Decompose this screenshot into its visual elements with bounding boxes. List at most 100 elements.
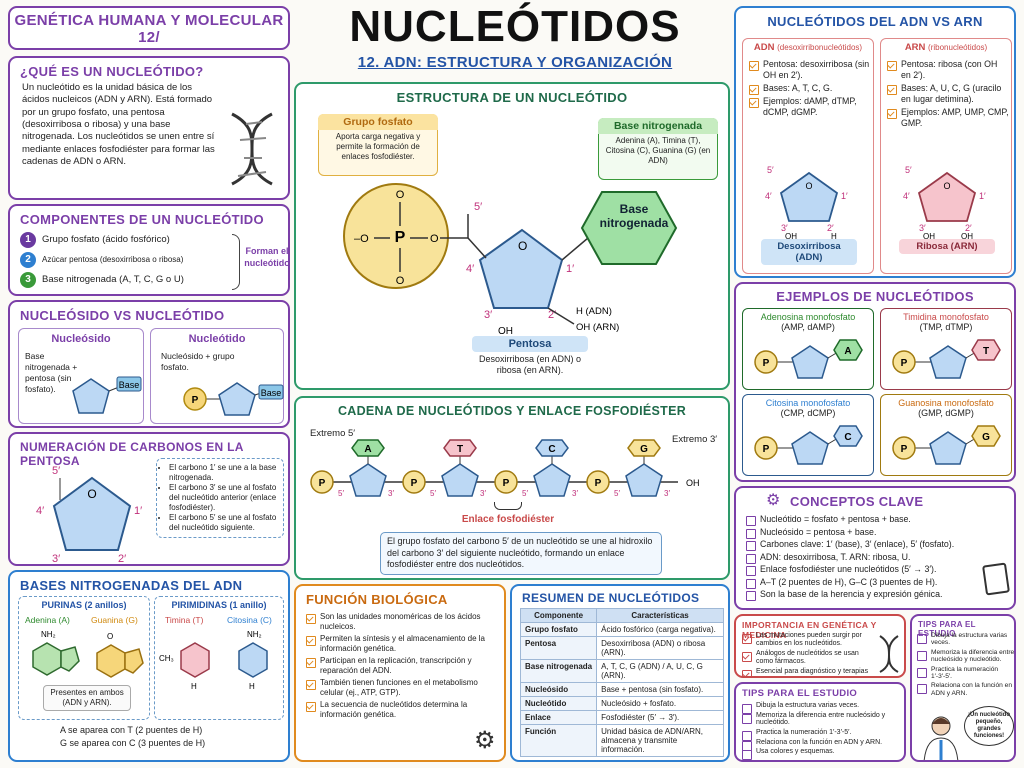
purinas-title: PURINAS (2 anillos)	[41, 600, 127, 610]
citosina-label: Citosina (C)	[227, 615, 272, 625]
base-label: T	[457, 444, 463, 455]
pirimidinas-title: PIRIMIDINAS (1 anillo)	[171, 600, 267, 610]
cell: A, T, C, G (ADN) / A, U, C, G (ARN).	[596, 659, 724, 683]
c3-label: 3′	[388, 489, 394, 498]
phosphate-label: P	[192, 395, 199, 406]
page-title: NUCLEÓTIDOS	[349, 2, 681, 51]
concepto-item: Enlace fosfodiéster une nucleótidos (5′ …	[746, 564, 976, 576]
arn-head: ARN (ribonucleótidos)	[881, 42, 1011, 53]
cell: Nucleósido	[519, 682, 598, 697]
pentose-node	[441, 463, 479, 497]
c1-label: 1′	[566, 263, 574, 275]
conceptos-box: ⚙ CONCEPTOS CLAVE Nucleótido = fosfato +…	[734, 486, 1016, 610]
ejemplo-abbr: (AMP, dAMP)	[781, 322, 835, 332]
funcion-title: FUNCIÓN BIOLÓGICA	[306, 592, 448, 607]
num-badge: 2	[20, 252, 36, 268]
importancia-item: Análogos de nucleótidos se usan como fár…	[742, 650, 872, 666]
extremo-3: Extremo 3′	[672, 434, 718, 445]
base-label: C	[548, 444, 555, 455]
cell: Fosfodiéster (5′ → 3′).	[596, 710, 724, 725]
chain-diagram: PA3′5′PT3′5′PC3′5′PG3′5′OH	[310, 439, 700, 498]
num-badge: 3	[20, 272, 36, 288]
bullet: El carbono 5′ se une al fosfato del nucl…	[169, 513, 279, 533]
conceptos-list: Nucleótido = fosfato + pentosa + base. N…	[746, 514, 976, 602]
tip-item: Dibuja la estructura varias veces.	[917, 632, 1014, 647]
importancia-box: IMPORTANCIA EN GENÉTICA Y MEDICINA Las m…	[734, 614, 906, 678]
c3-label: 3′	[664, 489, 670, 498]
oh: OH	[923, 232, 935, 239]
base-node	[351, 439, 385, 457]
ejemplo-name: Guanosina monofosfato	[898, 398, 994, 408]
arn-list: Pentosa: ribosa (con OH en 2′). Bases: A…	[887, 59, 1009, 131]
cadena-text: El grupo fosfato del carbono 5′ de un nu…	[380, 532, 662, 576]
adn-item: Bases: A, T, C, G.	[749, 83, 871, 95]
ejemplo-abbr: (GMP, dGMP)	[918, 408, 974, 418]
pentose-numbered: O 5′ 4′ 1′ 3′ 2′	[36, 465, 142, 564]
phosphate-node	[494, 470, 518, 494]
base-callout: Base nitrogenada Adenina (A), Timina (T)…	[598, 118, 718, 180]
page-subtitle: 12. ADN: ESTRUCTURA Y ORGANIZACIÓN	[357, 54, 673, 71]
tips2-list: Dibuja la estructura varias veces. Memor…	[917, 632, 1014, 699]
ejemplo-abbr: (TMP, dTMP)	[919, 322, 973, 332]
funcion-box: FUNCIÓN BIOLÓGICA Son las unidades monom…	[294, 584, 506, 762]
h-adn-label: H (ADN)	[576, 306, 612, 317]
funcion-item: La secuencia de nucleótidos determina la…	[306, 700, 496, 720]
importancia-item: Esencial para diagnóstico y terapias mol…	[742, 668, 872, 676]
ribose-diagram: O 5′ 4′ 1′ 3′ 2′ OH OH	[903, 165, 986, 239]
que-es-title: ¿QUÉ ES UN NUCLEÓTIDO?	[20, 64, 204, 79]
numeracion-bullets: El carbono 1′ se une a la base nitrogena…	[156, 458, 284, 538]
dna-icon	[231, 112, 273, 186]
svg-text:P: P	[901, 444, 908, 455]
bases-box: BASES NITROGENADAS DEL ADN PURINAS (2 an…	[8, 570, 290, 762]
concepto-item: Nucleótido = fosfato + pentosa + base.	[746, 514, 976, 526]
cell: Unidad básica de ADN/ARN, almacena y tra…	[596, 724, 724, 757]
base-label: G	[640, 444, 648, 455]
fosfato-title: Grupo fosfato	[318, 114, 438, 130]
funcion-item: Permiten la síntesis y el almacenamiento…	[306, 634, 496, 654]
svg-text:C: C	[844, 432, 851, 443]
c5-label: 5′	[474, 201, 482, 213]
c2-label: 2′	[548, 309, 556, 321]
svg-text:A: A	[844, 346, 851, 357]
nh2-label: NH₂	[41, 630, 56, 639]
deoxyribose-diagram: O 5′ 4′ 1′ 3′ 2′ OH H	[765, 165, 848, 239]
adn-panel: ADN (desoxirribonucleótidos) Pentosa: de…	[742, 38, 874, 274]
cadena-box: CADENA DE NUCLEÓTIDOS Y ENLACE FOSFODIÉS…	[294, 396, 730, 580]
cell: Base nitrogenada	[519, 659, 598, 683]
scientist-icon	[923, 716, 959, 760]
purine-structures: NH₂ O	[32, 630, 144, 678]
base-text: Adenina (A), Timina (T), Citosina (C), G…	[605, 136, 711, 165]
tip-item: Relaciona con la función en ADN y ARN.	[742, 739, 904, 751]
c3-label: 3′	[572, 489, 578, 498]
svg-text:P: P	[763, 444, 770, 455]
cell: Pentosa	[519, 636, 598, 660]
adn-sub: (desoxirribonucleótidos)	[777, 43, 863, 52]
concepto-item: Carbones clave: 1′ (base), 3′ (enlace), …	[746, 539, 976, 551]
tip-item: Practica la numeración 1′-3′-5′.	[917, 666, 1014, 681]
adn-list: Pentosa: desoxirribosa (sin OH en 2′). B…	[749, 59, 871, 120]
c3-label: 3′	[480, 489, 486, 498]
c1: 1′	[979, 191, 986, 201]
nucleotido-card: Nucleótido Nucleósido + grupo fosfato. P…	[150, 328, 284, 424]
gear-icon: ⚙	[766, 492, 781, 509]
adn-label: ADN	[753, 42, 775, 53]
nucleotido-title: Nucleótido	[188, 333, 246, 345]
pair-at: A se aparea con T (2 puentes de H)	[60, 725, 203, 735]
componente-text: Azúcar pentosa (desoxirribosa o ribosa)	[42, 255, 184, 264]
c4: 4′	[765, 191, 772, 201]
bases-title: BASES NITROGENADAS DEL ADN	[20, 578, 243, 593]
col-header: Características	[596, 608, 724, 623]
oh-3: OH	[498, 326, 513, 337]
que-es-box: ¿QUÉ ES UN NUCLEÓTIDO? Un nucleótido es …	[8, 56, 290, 200]
